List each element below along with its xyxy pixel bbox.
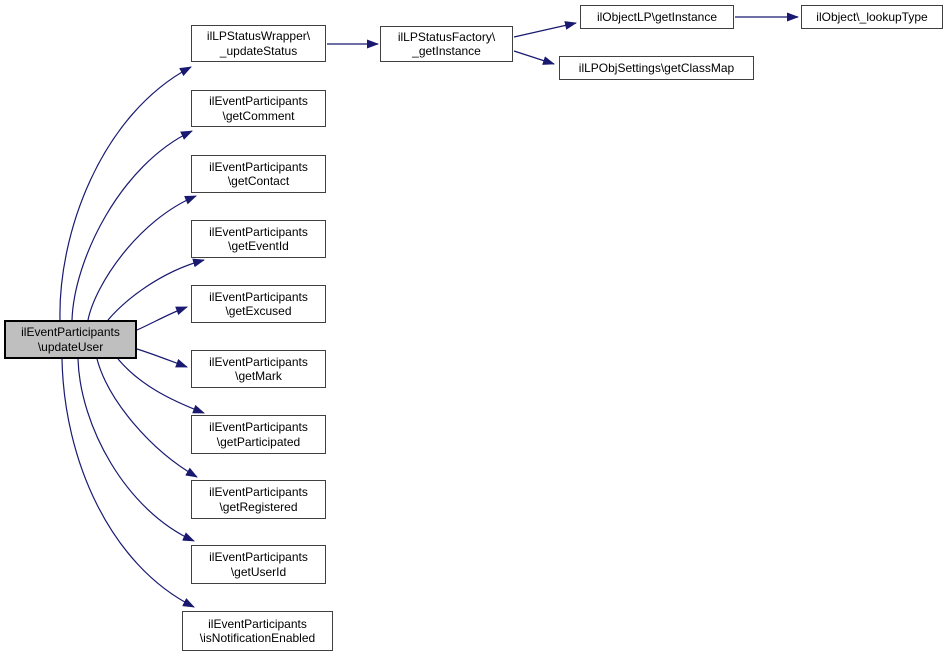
node-label-line: ilLPStatusWrapper\ [206, 29, 311, 43]
node-label-line: ilEventParticipants [21, 325, 120, 339]
node-label-line: \getContact [227, 174, 290, 188]
node-label-line: ilEventParticipants [209, 550, 308, 564]
edge-updateuser-getparticipated [117, 358, 205, 414]
node-label-line: \getMark [235, 369, 282, 383]
node-illpstatusfactory-getinstance[interactable]: ilLPStatusFactory\ _getInstance [380, 26, 513, 62]
node-label-line: ilLPStatusFactory\ [397, 29, 496, 44]
node-label-line: ilEventParticipants [209, 485, 308, 499]
edge-updateuser-getuserid [77, 358, 195, 542]
node-label-line: ilEventParticipants [209, 289, 308, 304]
node-ileventparticipants-getcomment[interactable]: ilEventParticipants \getComment [191, 90, 326, 127]
node-ileventparticipants-getregistered[interactable]: ilEventParticipants \getRegistered [191, 480, 326, 519]
edge-updateuser-getcontact [87, 195, 197, 321]
node-ileventparticipants-getuserid[interactable]: ilEventParticipants \getUserId [191, 545, 326, 584]
node-ileventparticipants-geteventid[interactable]: ilEventParticipants \getEventId [191, 220, 326, 258]
node-label-line: ilEventParticipants [209, 354, 308, 369]
node-label-line: \getUserId [230, 564, 287, 579]
edge-updateuser-getmark [136, 348, 188, 368]
edge-updateuser-updatestatus [59, 66, 192, 321]
node-label-line: \getEventId [228, 239, 289, 253]
node-ilobjectlp-getinstance[interactable]: ilObjectLP\getInstance [580, 5, 734, 29]
node-ileventparticipants-isnotificationenabled[interactable]: ilEventParticipants \isNotificationEnabl… [182, 611, 333, 651]
node-label-line: \getParticipated [216, 434, 301, 449]
node-label-line: ilEventParticipants [209, 420, 308, 434]
node-ilobject-lookuptype[interactable]: ilObject\_lookupType [801, 5, 943, 29]
node-illpstatuswrapper-updatestatus[interactable]: ilLPStatusWrapper\ _updateStatus [191, 25, 326, 62]
edge-updateuser-getregistered [96, 358, 198, 478]
node-label-line: \getRegistered [219, 499, 298, 514]
edge-getinstance-objectlp [513, 21, 577, 38]
node-label-line: ilObject\_lookupType [816, 9, 928, 24]
node-label-line: ilLPObjSettings\getClassMap [578, 60, 735, 75]
node-ileventparticipants-getmark[interactable]: ilEventParticipants \getMark [191, 350, 326, 388]
node-label-line: ilEventParticipants [209, 159, 308, 174]
node-label-line: ilObjectLP\getInstance [596, 9, 718, 24]
node-label-line: \getExcused [225, 304, 292, 318]
node-ileventparticipants-getcontact[interactable]: ilEventParticipants \getContact [191, 155, 326, 193]
node-label-line: \isNotificationEnabled [199, 631, 316, 645]
node-label-line: ilEventParticipants [209, 224, 308, 239]
node-label-line: ilEventParticipants [209, 94, 308, 108]
node-ileventparticipants-getparticipated[interactable]: ilEventParticipants \getParticipated [191, 415, 326, 454]
node-ileventparticipants-updateuser: ilEventParticipants \updateUser [4, 320, 137, 359]
node-ileventparticipants-getexcused[interactable]: ilEventParticipants \getExcused [191, 285, 326, 323]
node-label-line: ilEventParticipants [208, 616, 307, 631]
edge-updateuser-geteventid [107, 258, 205, 321]
node-illpobjsettings-getclassmap[interactable]: ilLPObjSettings\getClassMap [559, 56, 754, 80]
node-label-line: \updateUser [37, 339, 104, 354]
node-label-line: \getComment [222, 108, 295, 123]
node-label-line: _getInstance [412, 44, 481, 58]
node-label-line: _updateStatus [219, 43, 298, 58]
edge-updateuser-getexcused [136, 306, 188, 331]
edge-updateuser-isnotificationenabled [61, 358, 195, 608]
edge-updateuser-getcomment [71, 130, 193, 321]
edge-getinstance-getclassmap [513, 50, 555, 65]
